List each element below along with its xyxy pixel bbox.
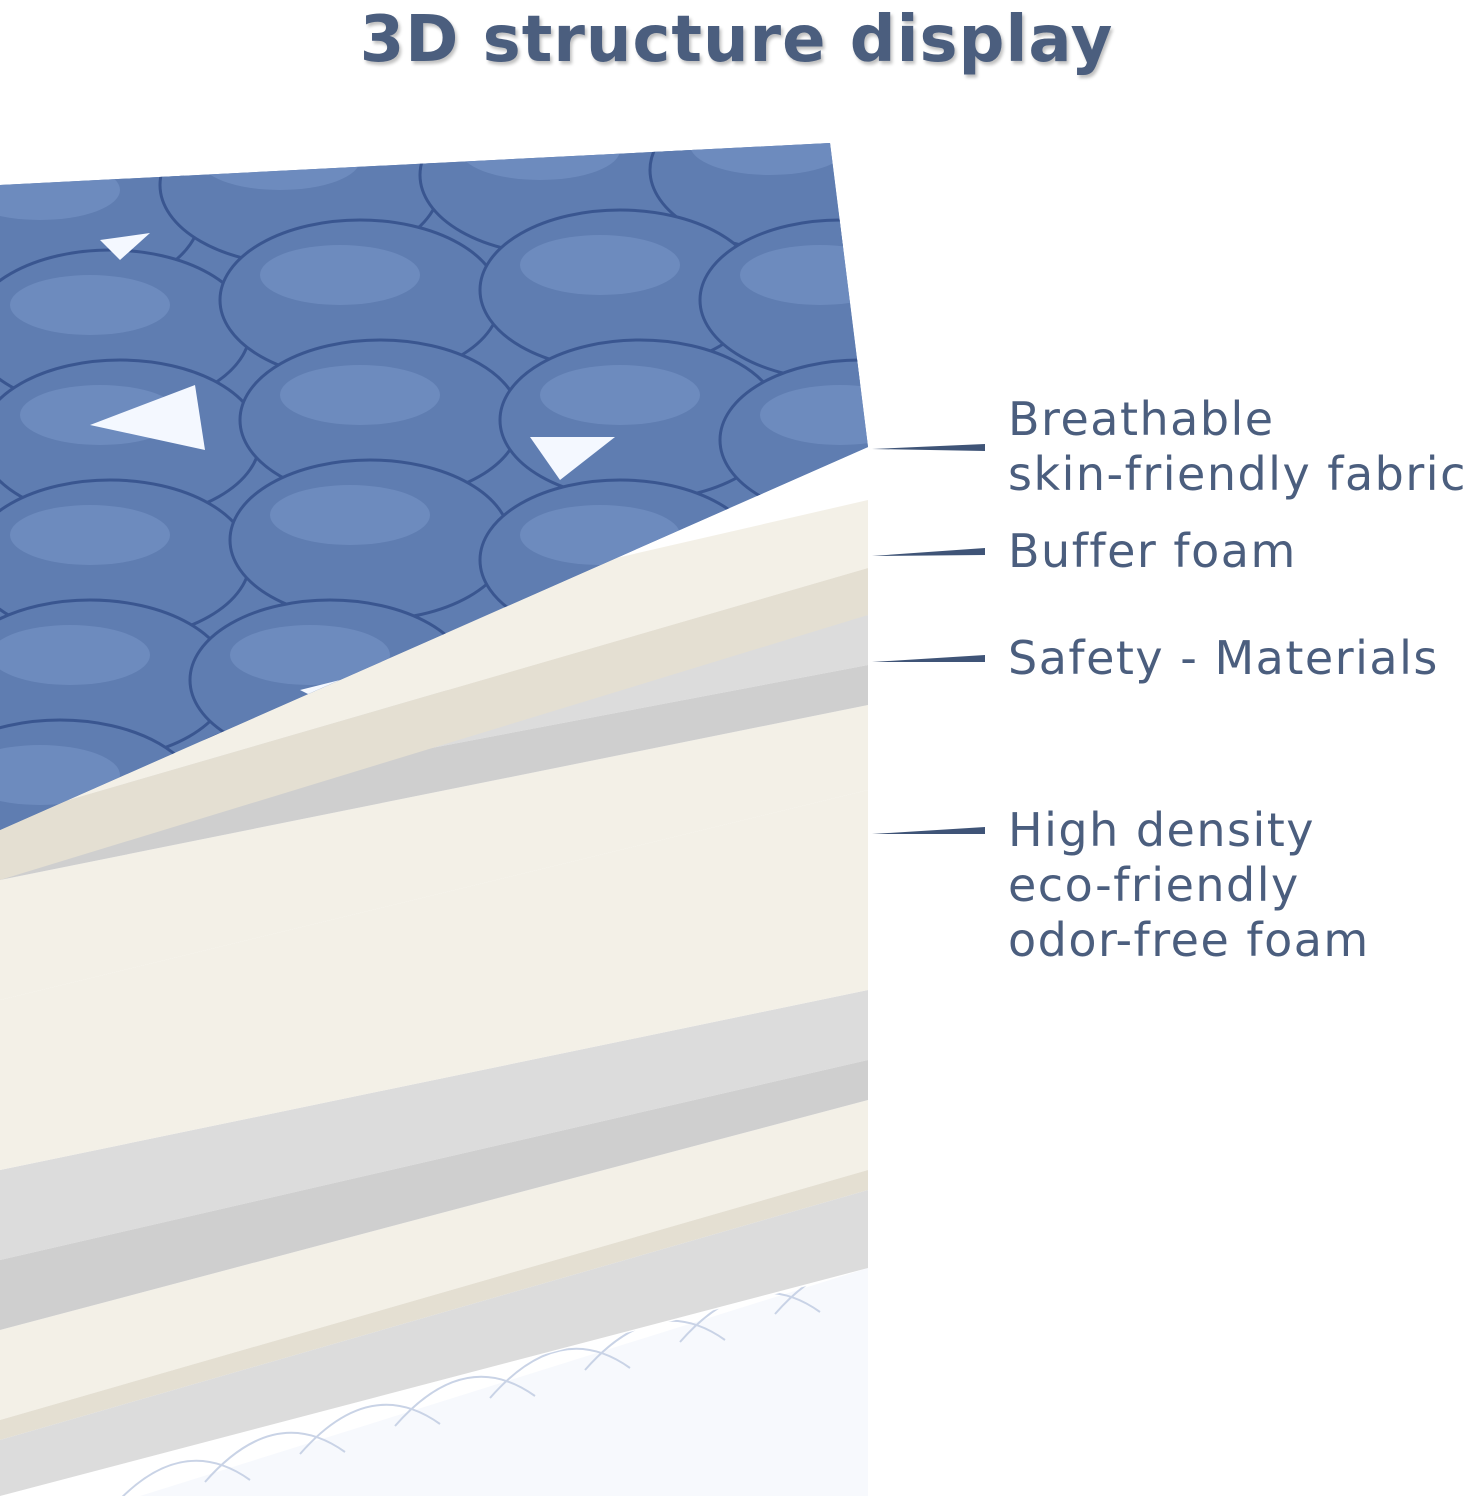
pointer-buffer-foam [872, 548, 985, 556]
quilt-highlight [540, 365, 700, 425]
label-line: Safety - Materials [1008, 631, 1439, 685]
pointer-safety-materials [872, 655, 985, 662]
label-breathable-fabric: Breathable skin-friendly fabric [1008, 392, 1467, 502]
triangle-motif [530, 437, 615, 480]
pointer-fabric [872, 444, 985, 451]
quilt-highlight [260, 245, 420, 305]
quilt-highlight [0, 745, 120, 805]
bottom-quilt-arc [394, 1375, 536, 1427]
quilt-highlight [230, 625, 390, 685]
quilt-highlight [10, 505, 170, 565]
quilt-highlight [520, 235, 680, 295]
lower-cream-foam [0, 1100, 868, 1496]
label-line: odor-free foam [1008, 913, 1370, 967]
quilt-highlight [460, 143, 620, 180]
label-line: Buffer foam [1008, 524, 1297, 578]
bottom-quilt-arc [109, 1459, 251, 1496]
quilt-highlight [740, 245, 868, 305]
label-buffer-foam: Buffer foam [1008, 524, 1297, 579]
bottom-fabric-layer [109, 1268, 868, 1496]
quilt-highlight [280, 365, 440, 425]
high-density-foam-block [0, 705, 868, 1170]
label-line: eco-friendly [1008, 858, 1300, 912]
quilt-highlight [10, 275, 170, 335]
quilt-highlight [200, 143, 360, 190]
triangle-motif [90, 385, 205, 450]
label-high-density-foam: High density eco-friendly odor-free foam [1008, 803, 1370, 968]
quilt-highlight [270, 485, 430, 545]
bottom-quilt-arc [489, 1347, 631, 1399]
bottom-quilt-arc [774, 1270, 868, 1315]
lower-gray-foam [0, 990, 868, 1330]
label-safety-materials: Safety - Materials [1008, 631, 1439, 686]
quilt-highlight [690, 143, 850, 175]
quilt-highlight [760, 385, 868, 445]
label-line: skin-friendly fabric [1008, 447, 1467, 501]
page-title: 3D structure display [359, 3, 1114, 77]
buffer-foam-layer [0, 500, 868, 880]
bottom-quilt-arc [204, 1431, 346, 1483]
bottom-quilt-arc [299, 1403, 441, 1455]
triangle-motif [100, 233, 150, 260]
pointer-high-density-foam [872, 827, 985, 834]
pointer-lines [872, 444, 985, 834]
label-line: High density [1008, 803, 1316, 857]
label-line: Breathable [1008, 392, 1275, 446]
quilt-highlight [0, 625, 150, 685]
